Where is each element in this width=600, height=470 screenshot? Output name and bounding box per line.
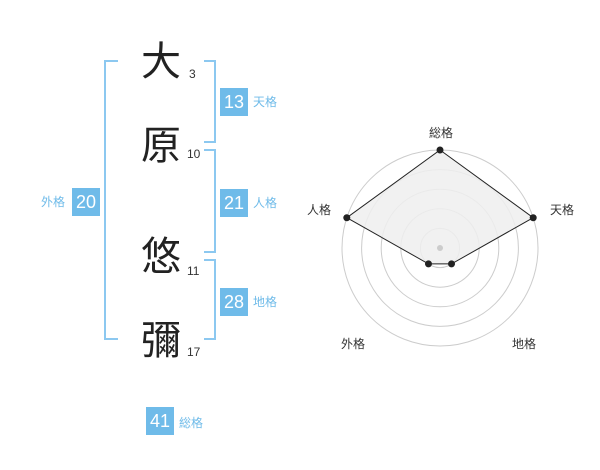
tenkaku-bracket [204,60,216,143]
chikaku-bracket [204,259,216,340]
stroke-count-2: 10 [187,147,201,161]
name-char-4: 彌 [141,318,181,364]
radar-label-gaikaku: 外格 [341,337,366,351]
radar-point-5 [343,214,351,222]
radar-point-2 [529,214,537,222]
radar-polygon [345,149,535,265]
gaikaku-value: 20 [72,188,100,216]
jinkaku-label: 人格 [253,196,278,210]
soukaku-value: 41 [146,407,174,435]
gaikaku-label: 外格 [41,195,66,209]
stroke-count-3: 11 [187,264,200,278]
radar-label-jinkaku: 人格 [307,203,332,217]
chikaku-value: 28 [220,288,248,316]
stroke-count-1: 3 [189,67,196,81]
radar-center-dot [437,245,443,251]
radar-point-4 [424,260,432,268]
stroke-count-4: 17 [187,345,201,359]
name-char-2: 原 [141,123,181,169]
name-char-3: 悠 [141,234,181,280]
tenkaku-label: 天格 [253,95,278,109]
jinkaku-bracket [204,149,216,253]
radar-point-1 [436,146,444,154]
name-char-1: 大 [141,39,181,85]
radar-label-chikaku: 地格 [512,337,537,351]
radar-label-tenkaku: 天格 [550,203,575,217]
soukaku-label: 総格 [179,416,204,430]
jinkaku-value: 21 [220,189,248,217]
radar-label-soukaku: 総格 [429,126,454,140]
tenkaku-value: 13 [220,88,248,116]
radar-point-3 [448,260,456,268]
chikaku-label: 地格 [253,295,278,309]
gaikaku-bracket [104,60,118,340]
